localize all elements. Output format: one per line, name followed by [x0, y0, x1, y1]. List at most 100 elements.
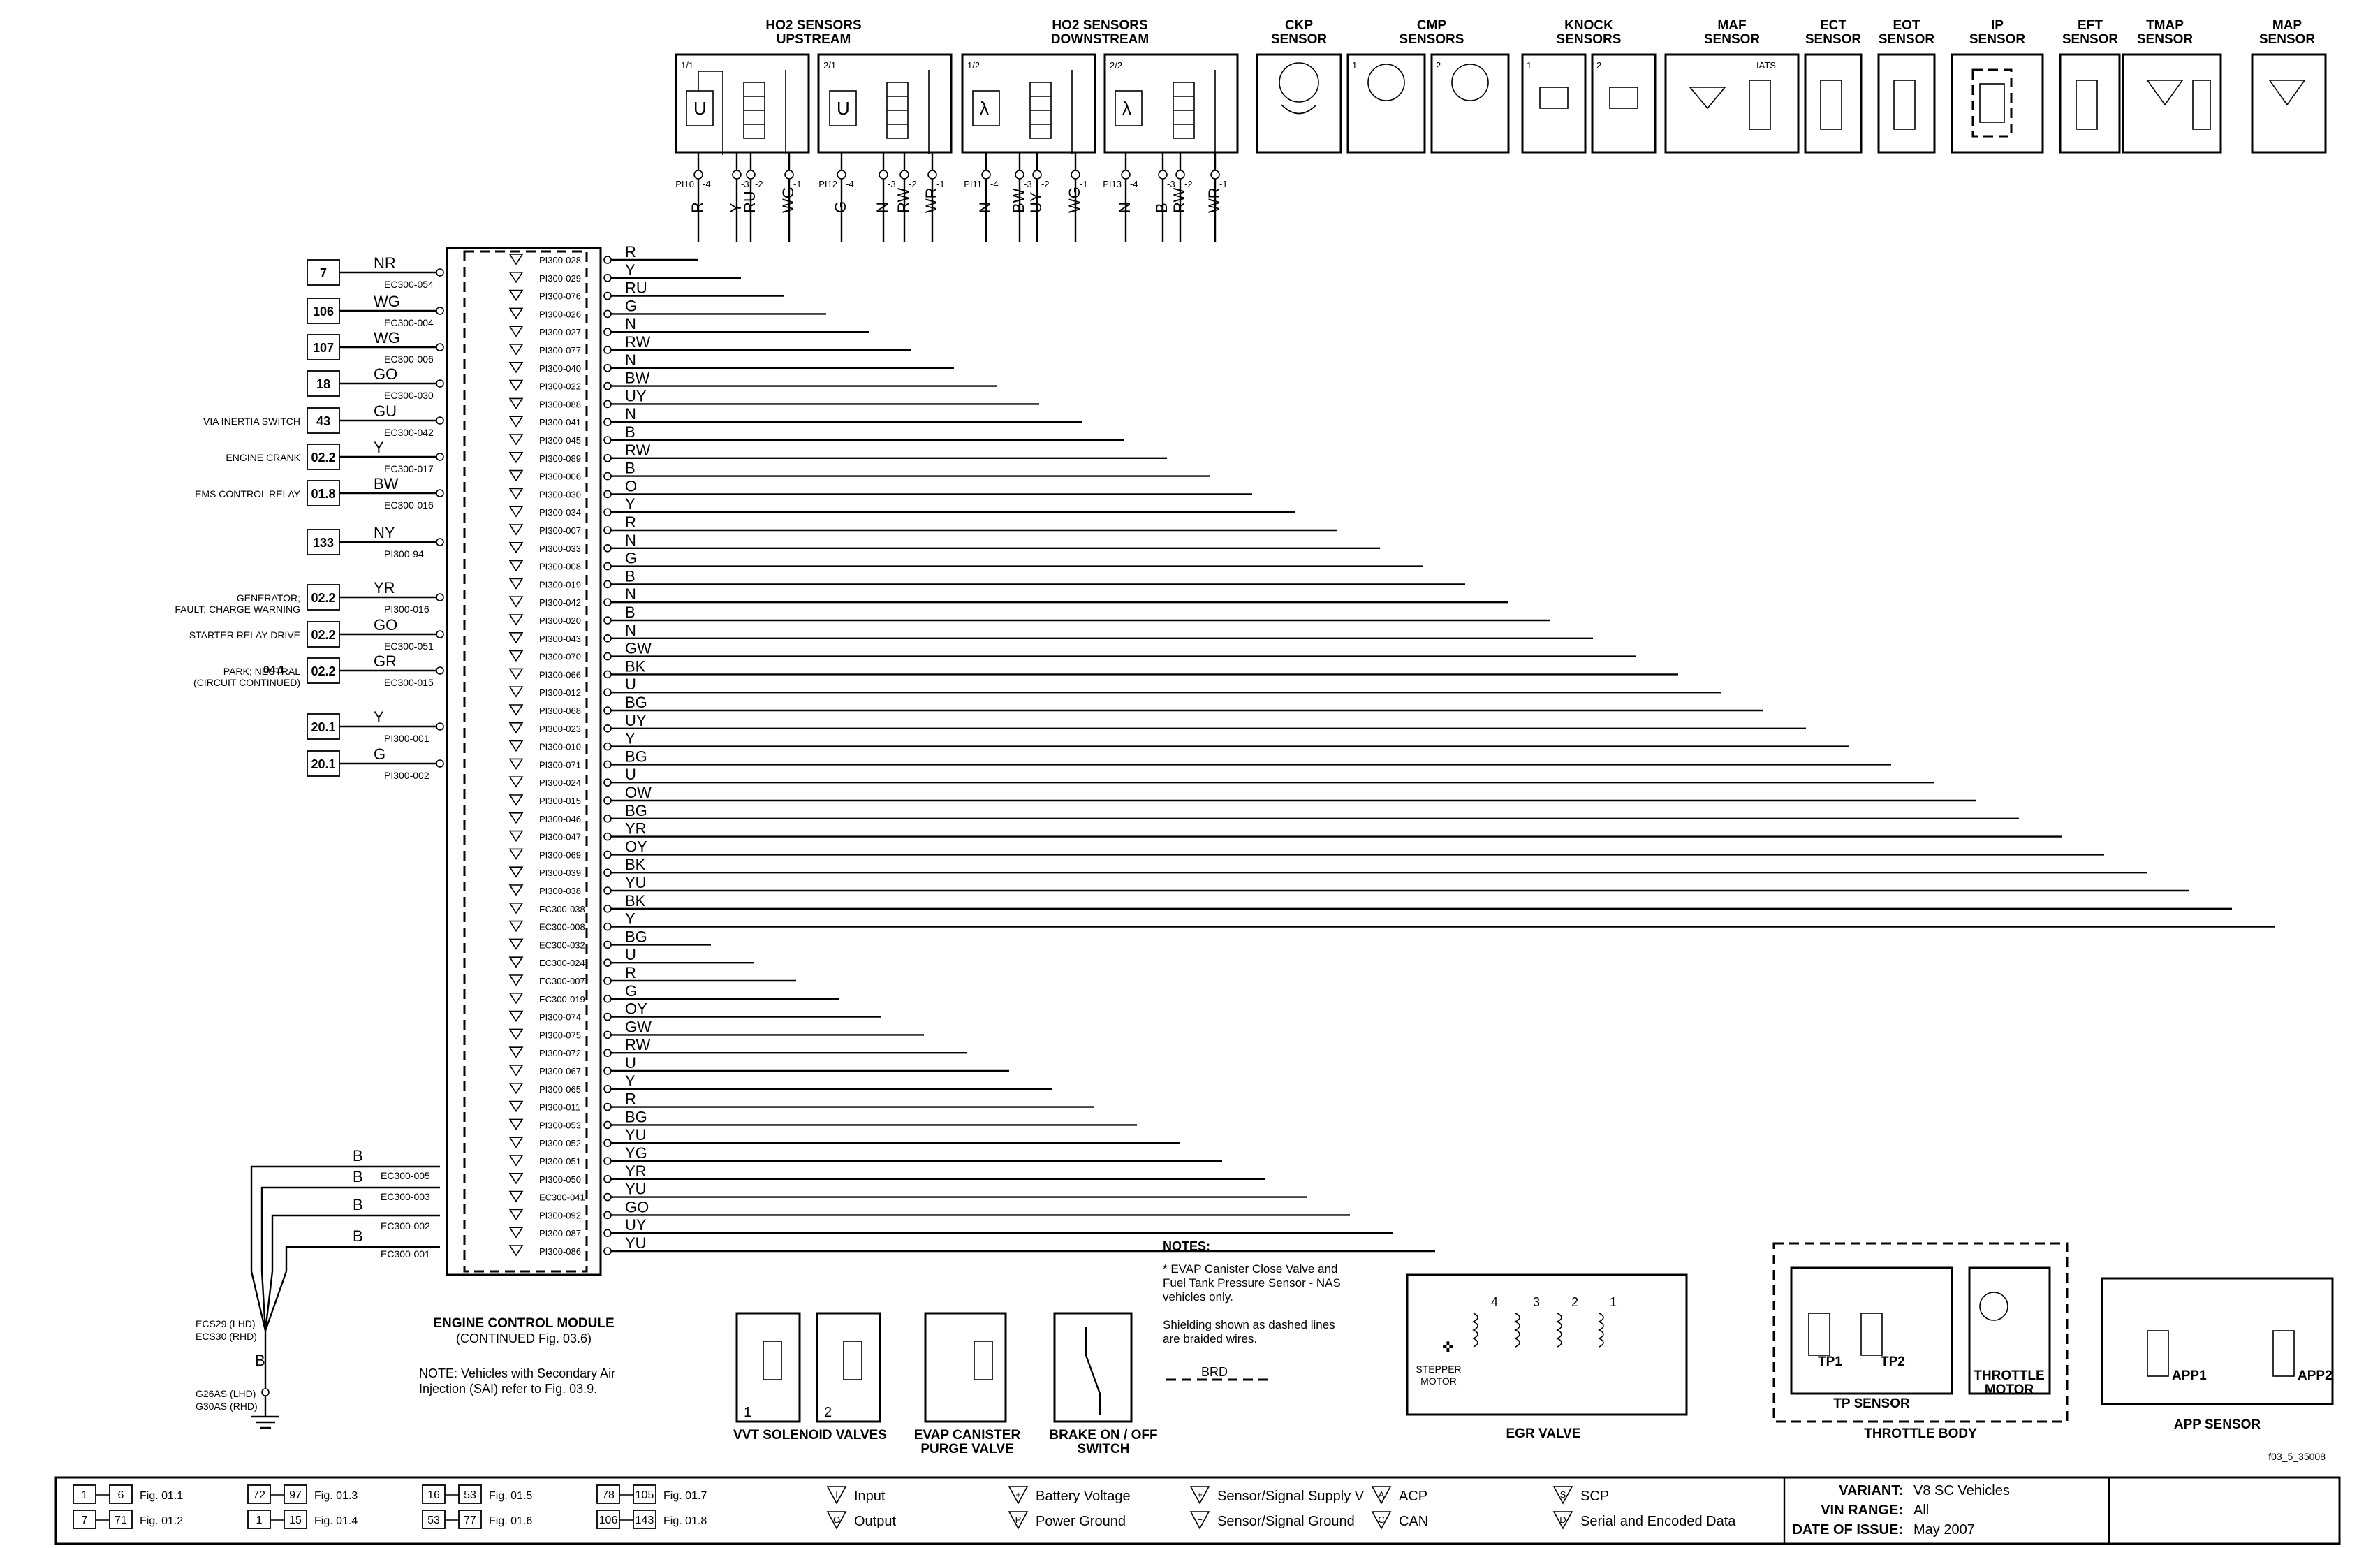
sensor-pin: -1WR [923, 152, 945, 242]
ip-title: IP [1991, 18, 2004, 33]
ecm-wire-code: B [625, 567, 636, 585]
input-description: PARK; NEUTRAL [223, 666, 300, 677]
sensor-pin-number: -4 [1130, 179, 1138, 189]
sensor-pin: -3Y [727, 152, 749, 242]
input-terminal [436, 307, 444, 315]
ref-number: 7 [320, 266, 327, 280]
ecm-wire-code: BG [625, 928, 647, 945]
ecm-pin-marker [508, 307, 524, 319]
input-terminal [436, 379, 444, 388]
svg-text:Shielding shown as dashed line: Shielding shown as dashed lines [1163, 1318, 1335, 1331]
ecm-pin-terminal [603, 363, 612, 372]
ecm-pin-terminal [603, 905, 612, 913]
ecm-pin-terminal [603, 1085, 612, 1093]
sensor-pin: PI13-4N [1103, 152, 1138, 242]
ecm-pin-terminal [603, 1049, 612, 1057]
ecm-pin-marker [508, 254, 524, 265]
legend-symbol-text: Battery Voltage [1036, 1489, 1131, 1504]
fig-name: Fig. 01.3 [314, 1490, 358, 1502]
date-value: May 2007 [1913, 1522, 1975, 1538]
ecm-pin-label: PI300-071 [539, 759, 581, 770]
ecm-wire-code: Y [625, 1072, 636, 1090]
input-description-2: FAULT; CHARGE WARNING [175, 604, 300, 615]
input-terminal [436, 593, 444, 601]
svg-text:B: B [353, 1168, 363, 1185]
fig-to-text: 6 [118, 1489, 124, 1501]
legend-symbol-glyph [1552, 1511, 1573, 1530]
ecm-wire-code: Y [625, 495, 636, 513]
ecm-pin-label: PI300-052 [539, 1138, 581, 1148]
ecm-pin-marker [508, 272, 524, 284]
ecm-pin-terminal [603, 273, 612, 282]
ecm-pin-label: PI300-065 [539, 1084, 581, 1095]
ecm-pin-terminal [603, 670, 612, 679]
ecm-pin-marker [508, 686, 524, 698]
input-wire-code: GO [374, 365, 397, 383]
ecm-title: ENGINE CONTROL MODULE [433, 1316, 614, 1331]
svg-text:Fuel Tank Pressure Sensor - NA: Fuel Tank Pressure Sensor - NAS [1163, 1276, 1341, 1290]
sensor-wire-code: RU [741, 191, 758, 213]
svg-text:B: B [353, 1227, 363, 1245]
svg-text:3: 3 [1533, 1295, 1540, 1309]
ecm-wire-code: YU [625, 874, 647, 891]
knock-title: KNOCK [1564, 18, 1613, 33]
ecm-pin-label: PI300-019 [539, 579, 581, 590]
ecm-pin-marker [508, 974, 524, 986]
legend-symbol-text: Output [854, 1514, 896, 1529]
ecm-wire-code: Y [625, 261, 636, 279]
ho2-sensor-2-2-box [1103, 53, 1239, 154]
legend-symbol-glyph [826, 1486, 847, 1505]
figure-code: f03_5_35008 [2268, 1451, 2326, 1462]
ecm-pin-marker [508, 1028, 524, 1040]
sensor-pin: -1WG [1066, 152, 1088, 242]
legend-symbol-glyph [826, 1511, 847, 1530]
ecm-wire-code: BG [625, 1108, 647, 1125]
sensor-wire-code: N [874, 202, 891, 213]
sensor-pin-number: -4 [990, 179, 999, 189]
ecm-wire-code: RW [625, 333, 650, 351]
ecm-pin-label: EC300-008 [539, 922, 585, 933]
ecm-pin-marker [508, 1046, 524, 1058]
input-description: ENGINE CRANK [226, 452, 300, 463]
ecm-pin-terminal [603, 652, 612, 661]
ecm-pin-terminal [603, 1012, 612, 1021]
sensor-wire-code: B [1153, 203, 1170, 213]
splice-rhd: ECS30 (RHD) [196, 1331, 257, 1342]
svg-text:VVT SOLENOID VALVES: VVT SOLENOID VALVES [733, 1428, 887, 1443]
ecm-pin-label: PI300-030 [539, 489, 581, 499]
fig-from [596, 1484, 620, 1504]
knock-sensor-2-box [1591, 53, 1657, 154]
ecm-wire-code: N [625, 622, 636, 639]
ecm-pin-marker [508, 1155, 524, 1167]
ecm-wire-code: N [625, 405, 636, 423]
sensor-pin-terminal [693, 170, 703, 180]
ecm-pin-terminal [603, 977, 612, 985]
legend-symbol-glyph [1189, 1486, 1210, 1505]
ref-number: 133 [313, 536, 334, 550]
tmap-title: TMAP [2146, 18, 2184, 33]
svg-text:NOTES:: NOTES: [1163, 1239, 1210, 1253]
legend-symbol-text: Sensor/Signal Ground [1217, 1514, 1355, 1529]
ecm-pin-marker [508, 758, 524, 770]
input-terminal [436, 630, 444, 638]
ecm-pin-marker [508, 289, 524, 302]
fig-to [284, 1510, 307, 1529]
ecm-wire-code: OW [625, 784, 652, 801]
ecm-pin-label: PI300-033 [539, 543, 581, 554]
ecm-pin-marker [508, 956, 524, 968]
eft-sensor-box [2059, 53, 2121, 154]
ecm-pin-marker [508, 1100, 524, 1113]
fig-to-text: 15 [289, 1514, 302, 1526]
ecm-pin-marker [508, 596, 524, 608]
ecm-pin-terminal [603, 1229, 612, 1237]
earth-rhd: G30AS (RHD) [196, 1401, 258, 1412]
fig-name: Fig. 01.7 [663, 1490, 707, 1502]
sensor-pin: PI11-4N [964, 152, 999, 242]
fig-from-text: 7 [82, 1514, 88, 1526]
